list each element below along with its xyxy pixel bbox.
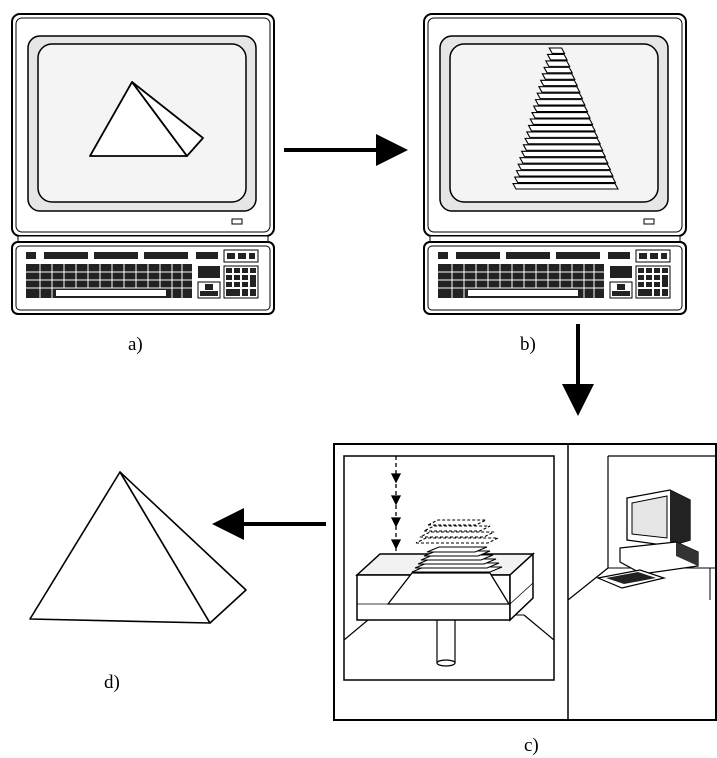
slice-layer (522, 144, 604, 151)
slice-layer (531, 111, 591, 119)
step-a-computer (11, 13, 275, 315)
pending-layers (415, 519, 499, 544)
slice-layer (537, 86, 581, 93)
small-computer-icon (595, 489, 699, 589)
slice-layer (518, 157, 609, 164)
sliced-pyramid-model (512, 47, 619, 190)
slice-layer (536, 92, 584, 100)
pending-layer (419, 531, 495, 538)
part-base (386, 572, 511, 605)
slice-layer (541, 73, 576, 80)
slice-layer (548, 47, 566, 55)
slice-layer (512, 182, 619, 190)
slice-layer (517, 163, 612, 171)
pending-layer (415, 537, 499, 544)
monitor-a-icon (11, 13, 275, 315)
slice-layer (539, 79, 579, 87)
step-c-machine (333, 443, 717, 721)
label-b: b) (520, 334, 536, 355)
built-layer (426, 546, 488, 553)
slice-layer (534, 99, 586, 106)
slice-layer (546, 53, 569, 61)
slice-layer (532, 105, 589, 113)
slice-layer (525, 131, 599, 138)
laser-beam-arrows (390, 456, 402, 552)
slice-layer (520, 150, 607, 158)
slice-layer (544, 60, 571, 67)
slice-layer (513, 176, 617, 184)
finished-pyramid-model (29, 471, 247, 624)
label-a: a) (128, 334, 143, 355)
slice-layer (529, 118, 594, 126)
build-chamber (343, 455, 555, 681)
control-station (567, 455, 716, 601)
part-layers (386, 546, 511, 605)
slice-layer (524, 137, 602, 145)
label-c: c) (524, 735, 539, 756)
pending-layer (423, 525, 491, 532)
step-b-computer (423, 13, 687, 315)
label-d: d) (104, 672, 120, 693)
pyramid-model-a (89, 81, 204, 157)
slice-layer (515, 170, 614, 177)
slice-layer (527, 124, 597, 132)
slice-layer (543, 66, 574, 74)
pending-layer (427, 519, 487, 526)
